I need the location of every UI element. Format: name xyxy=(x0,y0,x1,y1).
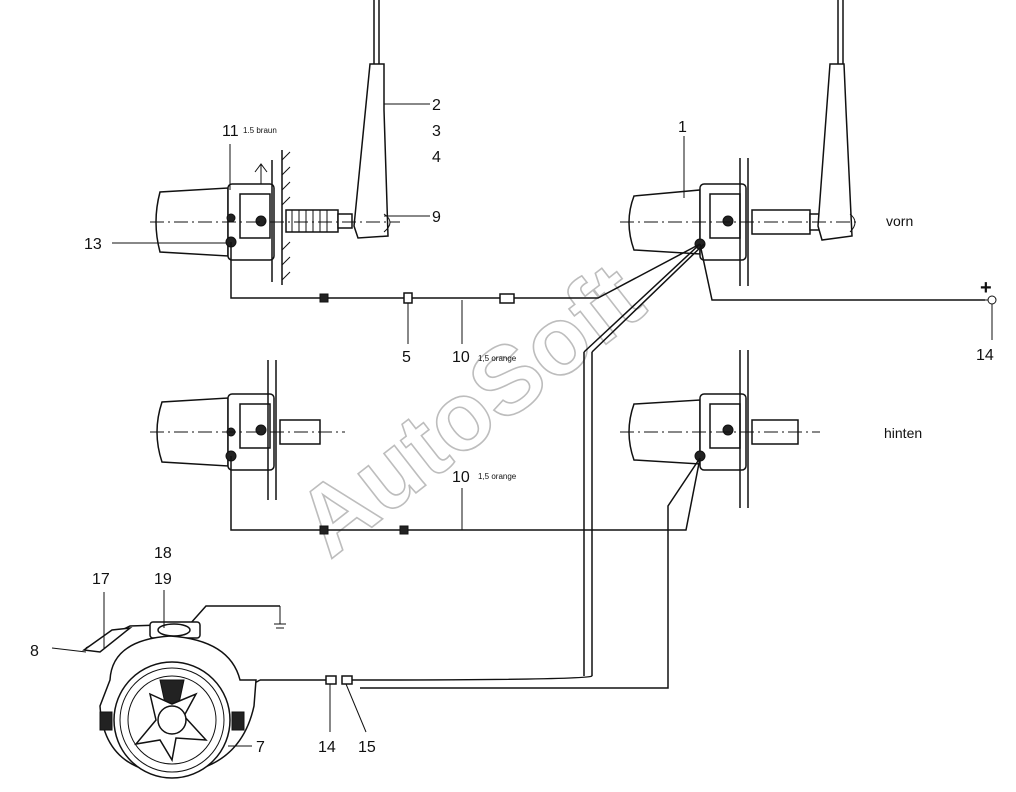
label-14-bottom: 14 xyxy=(318,739,336,756)
label-1: 1 xyxy=(678,119,687,136)
lamp-front-right xyxy=(620,0,860,286)
label-15: 15 xyxy=(358,739,376,756)
label-8: 8 xyxy=(30,643,39,660)
label-5: 5 xyxy=(402,349,411,366)
label-9: 9 xyxy=(432,209,441,226)
label-7: 7 xyxy=(256,739,265,756)
label-2: 2 xyxy=(432,97,441,114)
label-4: 4 xyxy=(432,149,441,166)
watermark: AutoSoft xyxy=(277,243,662,577)
wiper-motor xyxy=(82,605,286,779)
lamp-front-left xyxy=(150,0,400,285)
plus-terminal-sign: + xyxy=(980,277,992,299)
label-19: 19 xyxy=(154,571,172,588)
part-labels: 1 2 3 4 9 11 1.5 braun 13 5 10 1,5 orang… xyxy=(30,97,994,756)
label-14-right: 14 xyxy=(976,347,994,364)
label-10-top: 10 xyxy=(452,349,470,366)
section-label-rear: hinten xyxy=(884,425,922,441)
lamp-rear-left xyxy=(150,360,345,500)
label-18: 18 xyxy=(154,545,172,562)
label-10-top-sub: 1,5 orange xyxy=(478,354,517,363)
label-11: 11 xyxy=(222,123,239,140)
label-10-bottom: 10 xyxy=(452,469,470,486)
label-10-bottom-sub: 1,5 orange xyxy=(478,472,517,481)
leader-lines xyxy=(51,103,993,747)
label-11-sub: 1.5 braun xyxy=(243,126,277,135)
section-label-front: vorn xyxy=(886,213,913,229)
label-3: 3 xyxy=(432,123,441,140)
label-17: 17 xyxy=(92,571,110,588)
lamp-rear-right xyxy=(620,350,820,508)
label-13: 13 xyxy=(84,236,102,253)
wiring-harness xyxy=(189,242,997,721)
